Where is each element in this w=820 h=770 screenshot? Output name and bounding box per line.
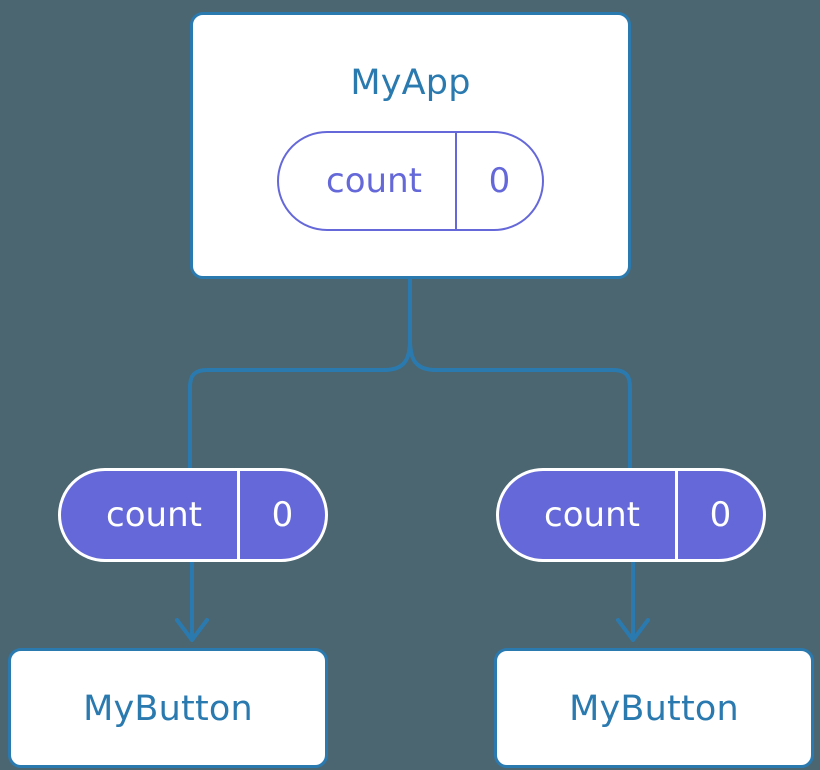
- component-title-myapp: MyApp: [350, 63, 471, 103]
- props-arrow-right-head: [616, 618, 650, 642]
- state-pill-child-right[interactable]: count 0: [496, 468, 766, 562]
- state-pill-key: count: [544, 495, 640, 535]
- state-pill-key: count: [326, 161, 422, 201]
- component-box-mybutton-right[interactable]: MyButton: [494, 648, 814, 768]
- state-pill-key: count: [106, 495, 202, 535]
- state-pill-value: 0: [675, 471, 763, 559]
- state-pill-myapp[interactable]: count 0: [277, 131, 544, 231]
- state-pill-value: 0: [237, 471, 325, 559]
- state-pill-child-left[interactable]: count 0: [58, 468, 328, 562]
- props-arrow-left-head: [175, 618, 209, 642]
- component-box-mybutton-left[interactable]: MyButton: [8, 648, 328, 768]
- component-title-mybutton: MyButton: [83, 689, 253, 729]
- branch-line-right: [408, 338, 632, 470]
- state-pill-value: 0: [455, 133, 542, 229]
- component-title-mybutton: MyButton: [569, 689, 739, 729]
- branch-line-left: [188, 338, 412, 470]
